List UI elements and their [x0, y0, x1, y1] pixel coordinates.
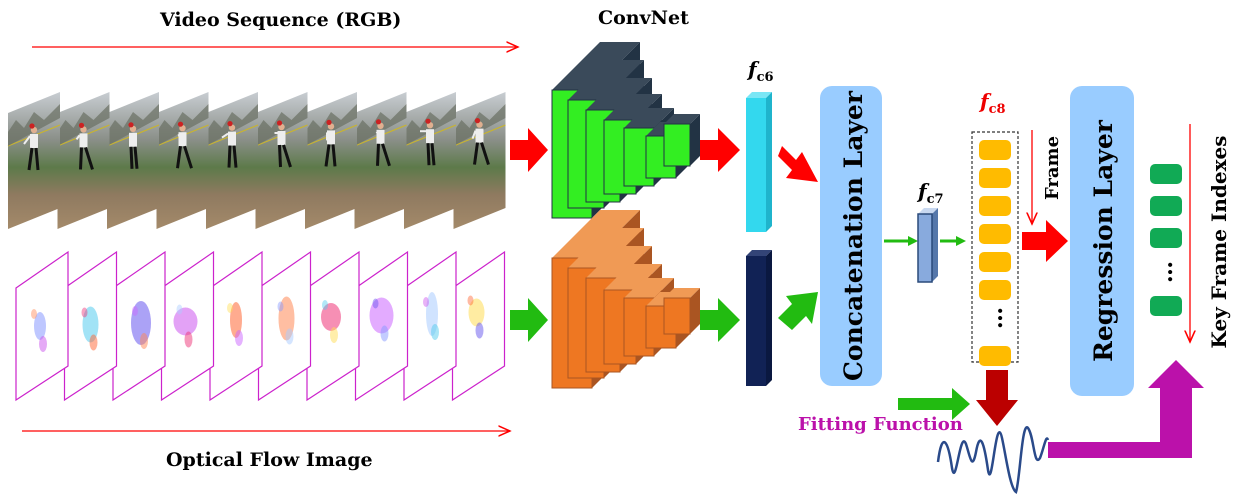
video-frame: [255, 92, 308, 229]
optical-flow-title: Optical Flow Image: [166, 449, 373, 471]
wave-signal-icon: [936, 426, 1050, 494]
regression-layer-label: Regression Layer: [1089, 119, 1118, 362]
concatenation-layer-label: Concatenation Layer: [839, 90, 868, 381]
fc8-to-regression-arrow: [1022, 220, 1068, 262]
video-frame: [57, 92, 110, 229]
flow-frame: [112, 250, 166, 402]
flow-convnet-to-fc6-arrow: [700, 298, 740, 342]
flow-frame: [306, 250, 360, 402]
fc8-cell: [979, 168, 1011, 188]
video-frame: [7, 92, 61, 229]
rgb-to-convnet-arrow: [510, 128, 548, 172]
key-frame-indexes-label: Key Frame Indexes: [1207, 136, 1231, 349]
convnet-layer: [663, 114, 700, 167]
concatenation-layer-box: [820, 86, 882, 386]
flow-frame: [63, 250, 118, 402]
fc6-flow-to-concat-arrow: [778, 292, 818, 330]
rgb-convnet-to-fc6-arrow: [700, 128, 740, 172]
key-frame-cell: [1150, 296, 1182, 316]
video-frame: [156, 92, 209, 229]
fc6-flow-vector: [746, 250, 772, 386]
fc8-cell: [979, 196, 1011, 216]
fc6-rgb-to-concat-arrow: [778, 146, 818, 182]
fc8-to-signal-arrow: [976, 370, 1018, 426]
flow-to-convnet-arrow: [510, 298, 548, 342]
flow-convnet-block: [551, 210, 700, 389]
convnet-layer: [663, 288, 700, 335]
key-frame-cells: [1150, 164, 1182, 316]
fc8-cells: [979, 140, 1011, 366]
flow-frame: [354, 250, 409, 402]
fc8-cell: [979, 140, 1011, 160]
fc8-cell: [979, 346, 1011, 366]
key-frame-ellipsis: …: [1152, 261, 1178, 283]
fc7-vector: [917, 208, 938, 283]
signal-to-key-frames-arrow: [1048, 360, 1204, 458]
regression-layer-box: [1070, 86, 1134, 396]
key-frame-cell: [1150, 228, 1182, 248]
convnet-title: ConvNet: [598, 7, 689, 29]
frame-label: Frame: [1042, 136, 1063, 200]
fc8-cell: [979, 252, 1011, 272]
video-frame: [403, 92, 457, 229]
video-frame: [354, 92, 407, 229]
fc8-cell: [979, 224, 1011, 244]
fitting-function-arrow: [898, 388, 970, 420]
fc8-output-box: [971, 131, 1019, 363]
video-frame: [205, 92, 259, 229]
rgb-convnet-block: [551, 42, 700, 219]
flow-frame: [451, 250, 506, 402]
key-frame-cell: [1150, 196, 1182, 216]
flow-frame: [160, 250, 215, 402]
video-frame: [304, 92, 358, 229]
fc8-label: fc8: [978, 89, 1006, 117]
flow-frame: [209, 250, 263, 402]
fc6-label: fc6: [746, 57, 774, 85]
flow-frame: [403, 250, 457, 402]
fitting-function-label: Fitting Function: [798, 414, 963, 435]
baseball-pitcher-frames: [7, 92, 506, 229]
video-sequence-title: Video Sequence (RGB): [159, 9, 401, 31]
flow-frame: [257, 250, 312, 402]
video-frame: [106, 92, 160, 229]
key-frame-cell: [1150, 164, 1182, 184]
fc7-label: fc7: [916, 179, 944, 207]
fc8-ellipsis: …: [982, 307, 1008, 329]
fc8-cell: [979, 280, 1011, 300]
fc6-rgb-vector: [746, 92, 772, 232]
optical-flow-frames: [15, 250, 506, 402]
video-frame: [453, 92, 506, 229]
flow-frame: [15, 250, 69, 402]
